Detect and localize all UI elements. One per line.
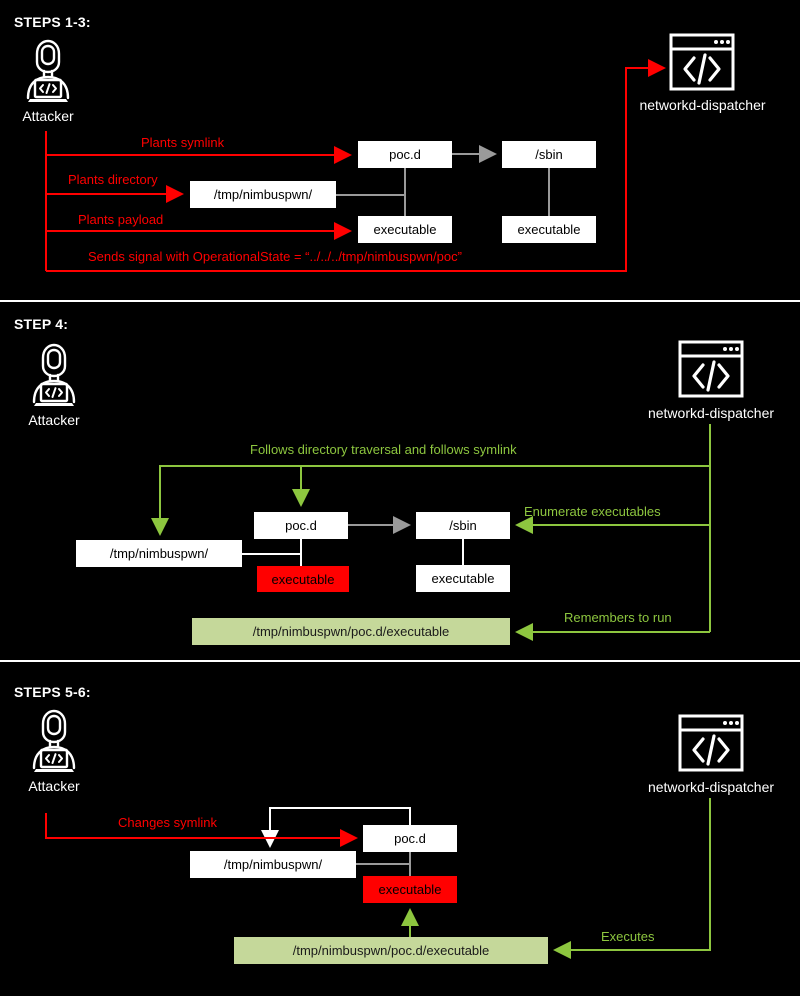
dispatcher-figure-panel3	[678, 714, 744, 777]
node-tmpdir-panel2: /tmp/nimbuspwn/	[76, 540, 242, 567]
edge-label-sends-signal: Sends signal with OperationalState = “..…	[88, 249, 462, 264]
node-resolved-path-panel2: /tmp/nimbuspwn/poc.d/executable	[192, 618, 510, 645]
dispatcher-figure-panel1	[669, 33, 735, 96]
attacker-person-laptop-icon	[32, 343, 76, 406]
edge-label-executes: Executes	[601, 929, 655, 944]
edge-label-plants-payload: Plants payload	[78, 212, 164, 227]
panel-separator-1	[0, 300, 800, 302]
dispatcher-label-panel2: networkd-dispatcher	[647, 405, 775, 421]
panel2-connectors	[151, 424, 711, 641]
panel-title-steps-5-6: STEPS 5-6:	[14, 684, 91, 700]
attacker-label-panel3: Attacker	[28, 778, 80, 794]
panel-step-4: STEP 4: Attacker	[0, 302, 800, 660]
edge-label-follows-traversal: Follows directory traversal and follows …	[250, 442, 517, 457]
attacker-figure-panel2	[22, 342, 86, 415]
node-pocd-panel3: poc.d	[363, 825, 457, 852]
panel3-connectors	[45, 798, 711, 959]
edge-label-plants-symlink: Plants symlink	[141, 135, 225, 150]
attacker-figure-panel3	[22, 708, 86, 781]
attacker-label-panel1: Attacker	[22, 108, 74, 124]
dispatcher-label-panel1: networkd-dispatcher	[639, 97, 766, 113]
edge-label-remembers-to-run: Remembers to run	[564, 610, 672, 625]
panel1-connectors	[45, 59, 666, 272]
edge-label-enumerate-executables: Enumerate executables	[524, 504, 661, 519]
edge-label-changes-symlink: Changes symlink	[118, 815, 217, 830]
attacker-person-laptop-icon	[26, 39, 70, 102]
panel-title-steps-1-3: STEPS 1-3:	[14, 14, 91, 30]
attacker-label-panel2: Attacker	[28, 412, 80, 428]
dispatcher-label-panel3: networkd-dispatcher	[647, 779, 775, 795]
node-resolved-path-panel3: /tmp/nimbuspwn/poc.d/executable	[234, 937, 548, 964]
node-pocd-panel1: poc.d	[358, 141, 452, 168]
attacker-person-laptop-icon	[32, 709, 76, 772]
code-window-icon	[678, 714, 744, 772]
code-window-icon	[669, 33, 735, 91]
node-executable-left-panel2: executable	[257, 566, 349, 592]
panel-steps-1-3: STEPS 1-3:	[0, 0, 800, 300]
panel-title-step-4: STEP 4:	[14, 316, 69, 332]
node-tmpdir-panel1: /tmp/nimbuspwn/	[190, 181, 336, 208]
panel-separator-2	[0, 660, 800, 662]
node-executable-right-panel2: executable	[416, 565, 510, 592]
node-executable-left-panel1: executable	[358, 216, 452, 243]
panel-steps-5-6: STEPS 5-6: Attacker	[0, 662, 800, 996]
dispatcher-figure-panel2	[678, 340, 744, 403]
node-sbin-panel2: /sbin	[416, 512, 510, 539]
edge-label-plants-directory: Plants directory	[68, 172, 158, 187]
node-executable-panel3: executable	[363, 876, 457, 903]
attacker-figure-panel1	[16, 38, 80, 111]
node-sbin-panel1: /sbin	[502, 141, 596, 168]
node-executable-right-panel1: executable	[502, 216, 596, 243]
code-window-icon	[678, 340, 744, 398]
node-tmpdir-panel3: /tmp/nimbuspwn/	[190, 851, 356, 878]
node-pocd-panel2: poc.d	[254, 512, 348, 539]
